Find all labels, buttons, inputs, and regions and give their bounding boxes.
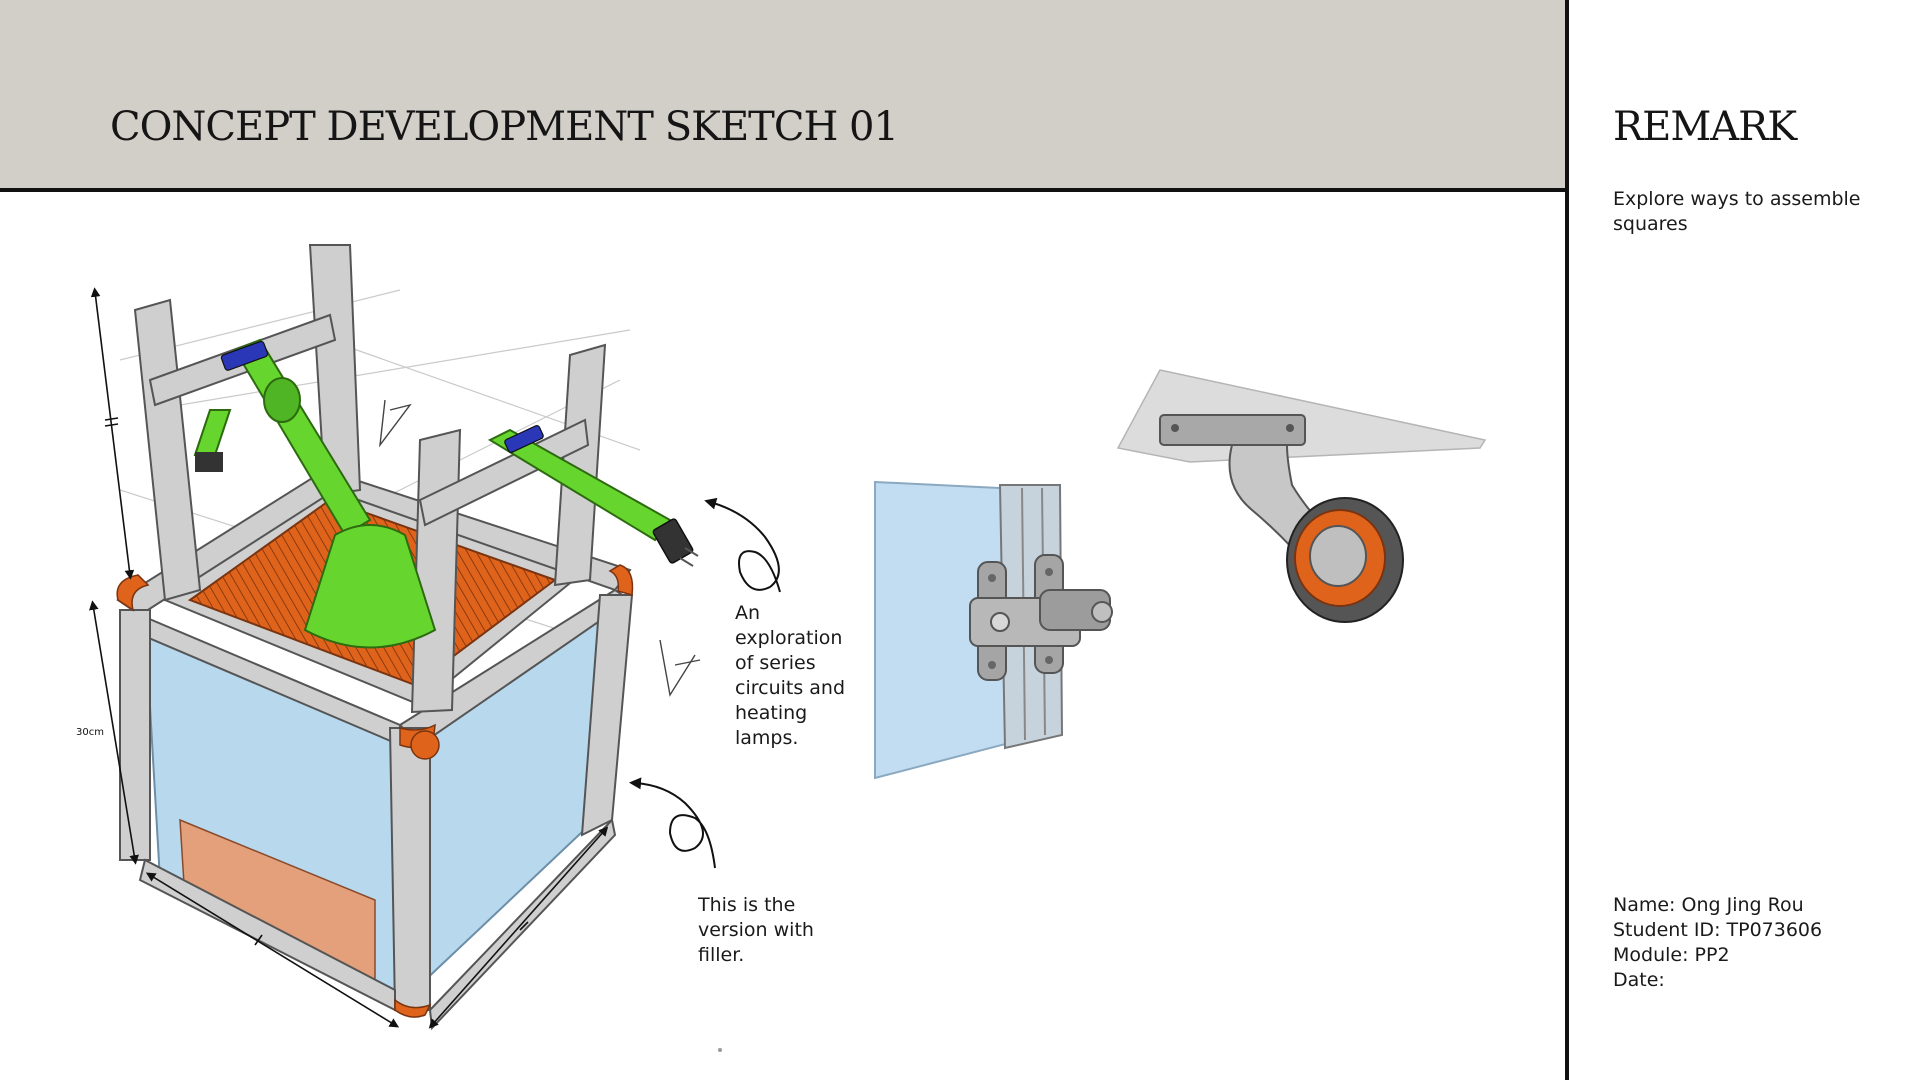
student-id: Student ID: TP073606 [1613, 919, 1823, 941]
curly-arrow-2 [629, 777, 716, 869]
student-info: Name: Ong Jing Rou Student ID: TP073606 … [1613, 893, 1822, 993]
remark-heading: REMARK [1613, 104, 1797, 150]
page-title: CONCEPT DEVELOPMENT SKETCH 01 [110, 104, 899, 150]
curly-arrow-1 [704, 497, 781, 593]
header-band [0, 0, 1565, 192]
note-series-circuits: An exploration of series circuits and he… [735, 602, 846, 749]
note-filler-version: This is the version with filler. [698, 894, 814, 966]
lamp-box-sketch: 30cm [76, 244, 701, 1031]
module: Module: PP2 [1613, 944, 1730, 966]
sketch-canvas: 30cm [76, 244, 1487, 1052]
vertical-divider [1565, 0, 1569, 1080]
latch-detail-sketch [874, 480, 1113, 780]
date: Date: [1613, 969, 1665, 991]
dimension-label: 30cm [76, 727, 104, 738]
student-name: Name: Ong Jing Rou [1613, 894, 1804, 916]
remark-text: Explore ways to assemble squares [1613, 188, 1861, 235]
caster-wheel-sketch [1116, 369, 1487, 623]
